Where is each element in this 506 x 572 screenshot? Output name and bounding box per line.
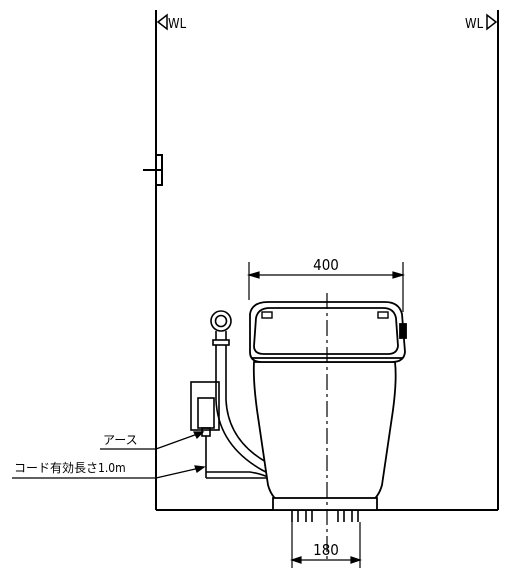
- dimension-width-label: 400: [313, 256, 339, 274]
- wall-marker-right: WL: [465, 13, 498, 32]
- leader-cord: [12, 465, 206, 479]
- label-cord: コード有効長さ1.0m: [14, 460, 126, 475]
- dimension-width: [246, 262, 406, 312]
- wall-bracket: [143, 154, 163, 186]
- wall-marker-left: WL: [156, 13, 187, 32]
- leader-earth: [100, 431, 205, 450]
- dimension-pitch: [290, 522, 362, 568]
- toilet: [249, 301, 407, 511]
- wall-label-right: WL: [465, 17, 484, 32]
- floor-pipes: [291, 510, 359, 522]
- dimension-pitch-label: 180: [313, 541, 339, 559]
- label-earth: アース: [103, 433, 138, 447]
- wall-label-left: WL: [168, 17, 187, 32]
